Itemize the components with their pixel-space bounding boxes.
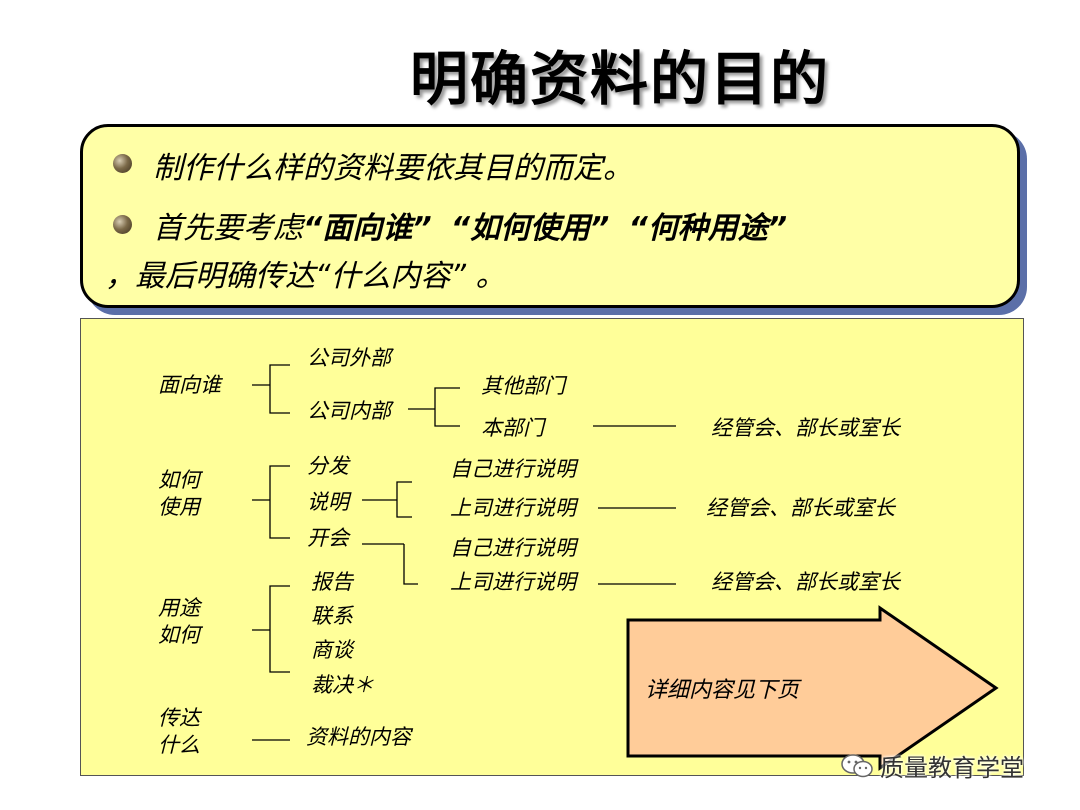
- label-meeting: 开会: [307, 526, 349, 550]
- watermark: 质量教育学堂: [840, 748, 1024, 783]
- callout-line-2-prefix: 首先要考虑: [153, 211, 303, 246]
- label-mgmt-3: 经管会、部长或室长: [711, 570, 900, 594]
- label-how-use-2: 使用: [158, 495, 200, 519]
- wechat-icon: [841, 753, 873, 777]
- label-face-who: 面向谁: [158, 373, 221, 397]
- label-content: 资料的内容: [306, 725, 411, 749]
- label-self-explain-1: 自己进行说明: [450, 457, 576, 481]
- callout-line-2: 首先要考虑“面向谁” “如何使用” “何种用途”: [153, 203, 787, 247]
- callout-line-3: ，最后明确传达“什么内容” 。: [105, 259, 506, 294]
- summary-callout: 制作什么样的资料要依其目的而定。 首先要考虑“面向谁” “如何使用” “何种用途…: [80, 124, 1020, 308]
- label-distribute: 分发: [307, 454, 349, 478]
- question-how: “如何使用”: [450, 211, 610, 246]
- label-how-use-1: 如何: [158, 468, 200, 492]
- label-convey-1: 传达: [158, 706, 200, 730]
- label-purpose-1: 用途: [158, 596, 200, 620]
- label-external: 公司外部: [307, 346, 391, 370]
- label-purpose-2: 如何: [158, 623, 200, 647]
- label-mgmt-2: 经管会、部长或室长: [706, 496, 895, 520]
- label-convey-2: 什么: [158, 733, 200, 757]
- label-boss-explain-1: 上司进行说明: [450, 496, 576, 520]
- label-boss-explain-2: 上司进行说明: [450, 570, 576, 594]
- question-purpose: “何种用途”: [628, 211, 788, 246]
- arrow-label: 详细内容见下页: [645, 678, 800, 703]
- label-decide: 裁决＊: [311, 673, 374, 697]
- label-other-dept: 其他部门: [481, 374, 565, 398]
- label-own-dept: 本部门: [481, 416, 544, 440]
- label-contact: 联系: [311, 604, 353, 628]
- bullet-icon: [113, 154, 132, 173]
- label-explain: 说明: [307, 490, 349, 514]
- label-self-explain-2: 自己进行说明: [450, 536, 576, 560]
- bullet-icon: [113, 215, 132, 234]
- label-mgmt-1: 经管会、部长或室长: [711, 416, 900, 440]
- question-who: “面向谁”: [303, 211, 432, 246]
- label-report: 报告: [311, 570, 353, 594]
- label-discuss: 商谈: [311, 638, 353, 662]
- watermark-text: 质量教育学堂: [880, 754, 1024, 782]
- label-internal: 公司内部: [307, 399, 391, 423]
- callout-line-1: 制作什么样的资料要依其目的而定。: [153, 151, 633, 186]
- page-title: 明确资料的目的: [409, 45, 830, 113]
